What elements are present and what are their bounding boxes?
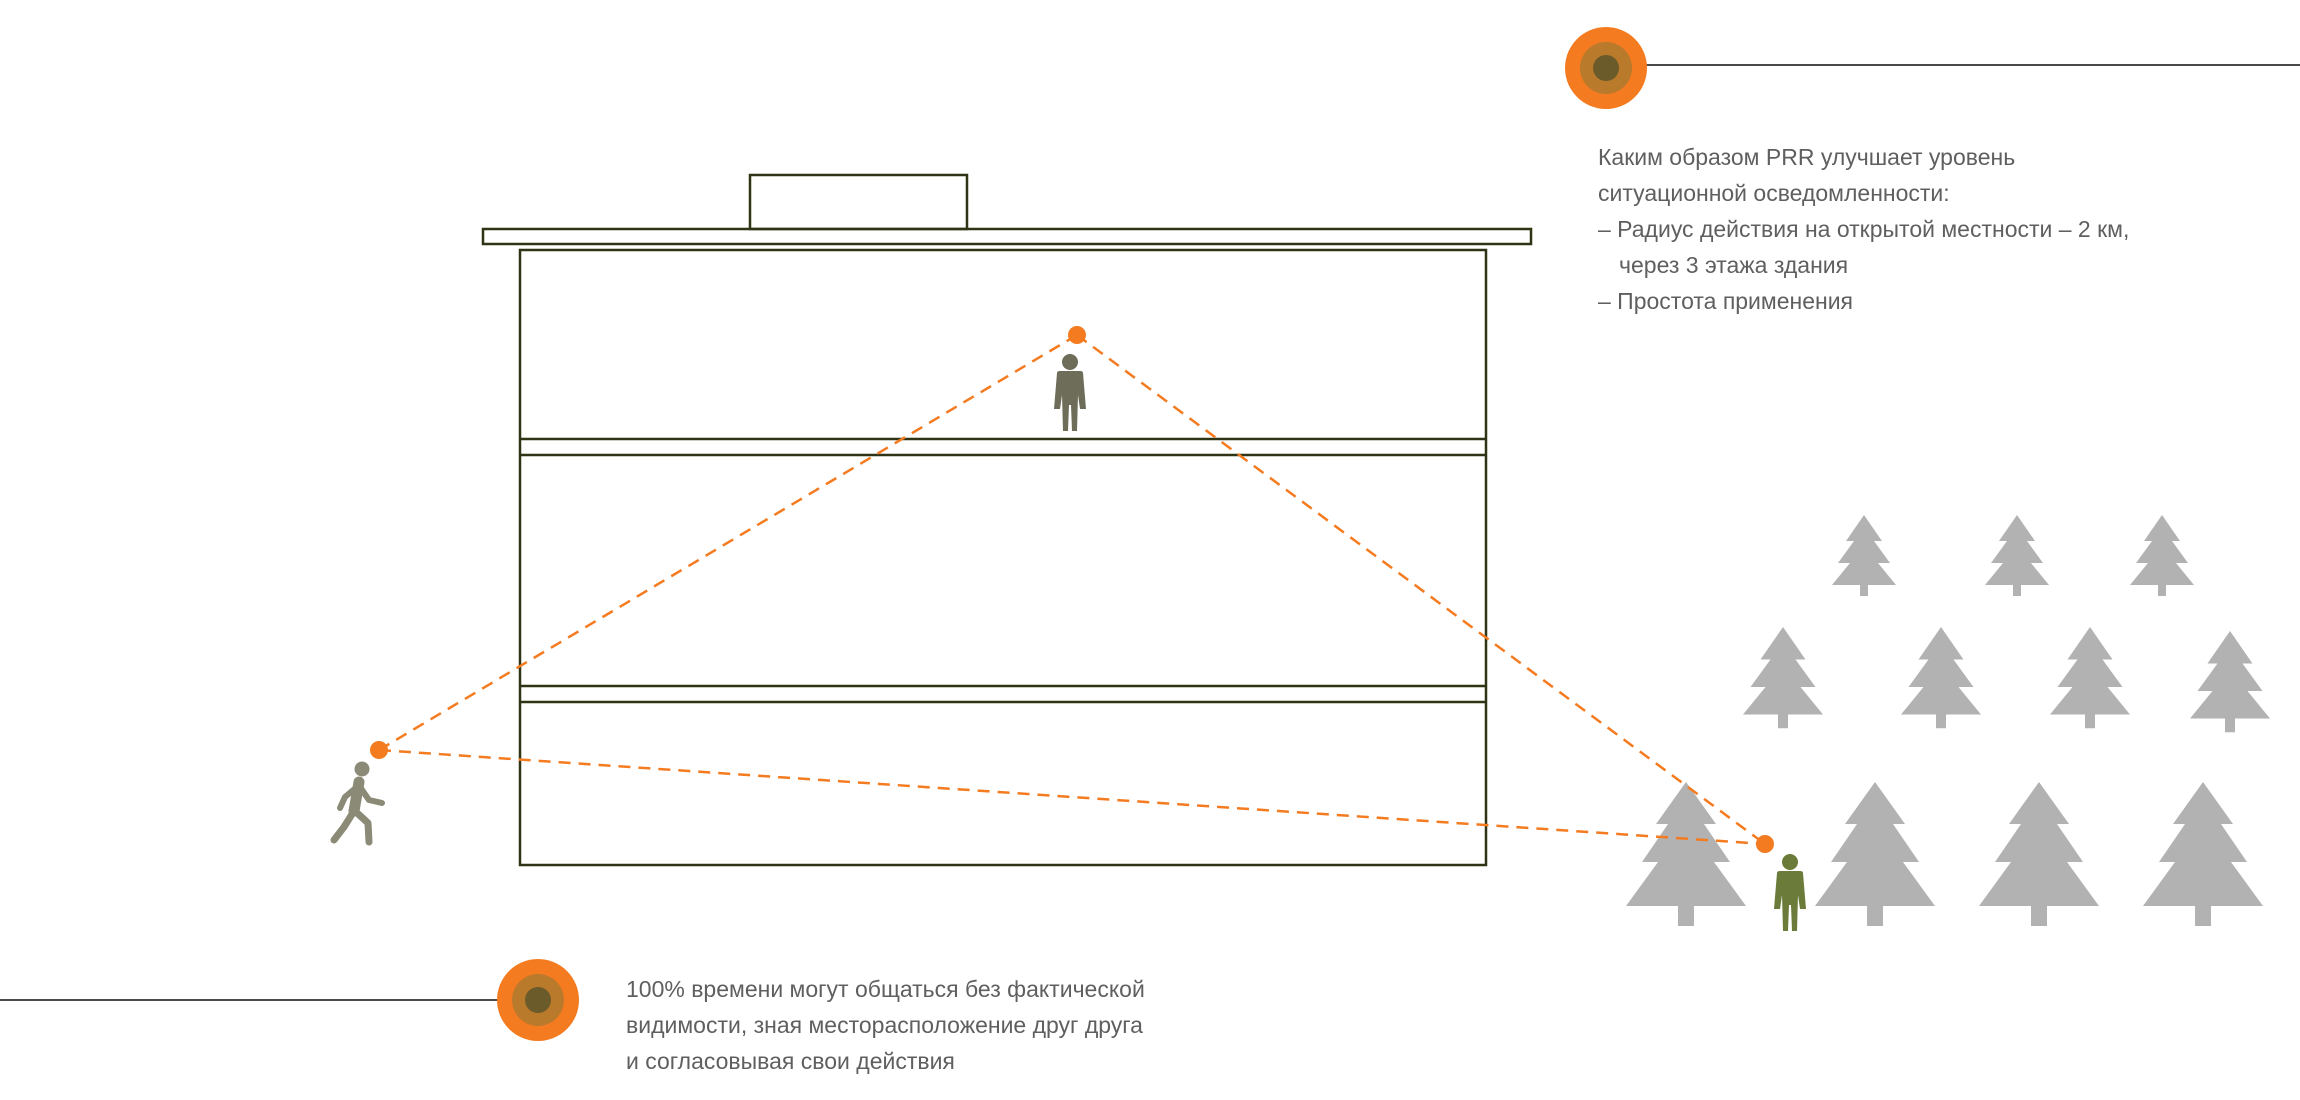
target-marker-icon: [497, 959, 579, 1041]
target-marker-icon: [1565, 27, 1647, 109]
pine-tree-icon: [1985, 515, 2049, 596]
top-callout-line-4: через 3 этажа здания: [1619, 252, 1849, 278]
bottom-callout-line-1: 100% времени могут общаться без фактичес…: [626, 976, 1145, 1002]
pine-tree-icon: [1815, 782, 1935, 926]
bottom-callout-line-3: и согласовывая свои действия: [626, 1048, 955, 1074]
link-walker-to-forest: [378, 748, 1766, 846]
standing-person-icon: [1774, 854, 1806, 931]
building-walls: [518, 248, 1488, 867]
top-callout-line-5: – Простота применения: [1598, 288, 1854, 314]
radio-node-icon: [1068, 326, 1086, 344]
bottom-callout-text: 100% времени могут общаться без фактичес…: [626, 971, 1246, 1079]
pine-tree-icon: [2050, 627, 2130, 729]
top-callout-line-2: ситуационной осведомленности:: [1598, 180, 1950, 206]
link-walker-to-floor: [378, 333, 1078, 752]
walking-person-icon: [330, 761, 385, 846]
pine-tree-icon: [1743, 627, 1823, 729]
forest: [1626, 515, 2270, 926]
top-callout-line-3: – Радиус действия на открытой местности …: [1598, 216, 2130, 242]
link-floor-to-forest: [1076, 333, 1766, 846]
radio-node-icon: [1756, 835, 1774, 853]
bottom-callout-line-2: видимости, зная месторасположение друг д…: [626, 1012, 1143, 1038]
pine-tree-icon: [2130, 515, 2194, 596]
pine-tree-icon: [2143, 782, 2263, 926]
standing-person-icon: [1054, 354, 1086, 431]
pine-tree-icon: [2190, 631, 2270, 733]
building: [481, 173, 1533, 867]
pine-tree-icon: [1901, 627, 1981, 729]
roof-unit: [748, 173, 969, 231]
top-callout-text: Каким образом PRR улучшает уровень ситуа…: [1598, 139, 2238, 319]
pine-tree-icon: [1832, 515, 1896, 596]
roof-slab: [481, 227, 1533, 246]
pine-tree-icon: [1626, 782, 1746, 926]
top-callout-line-1: Каким образом PRR улучшает уровень: [1598, 144, 2016, 170]
pine-tree-icon: [1979, 782, 2099, 926]
radio-node-icon: [370, 741, 388, 759]
communication-links: [378, 333, 1766, 846]
